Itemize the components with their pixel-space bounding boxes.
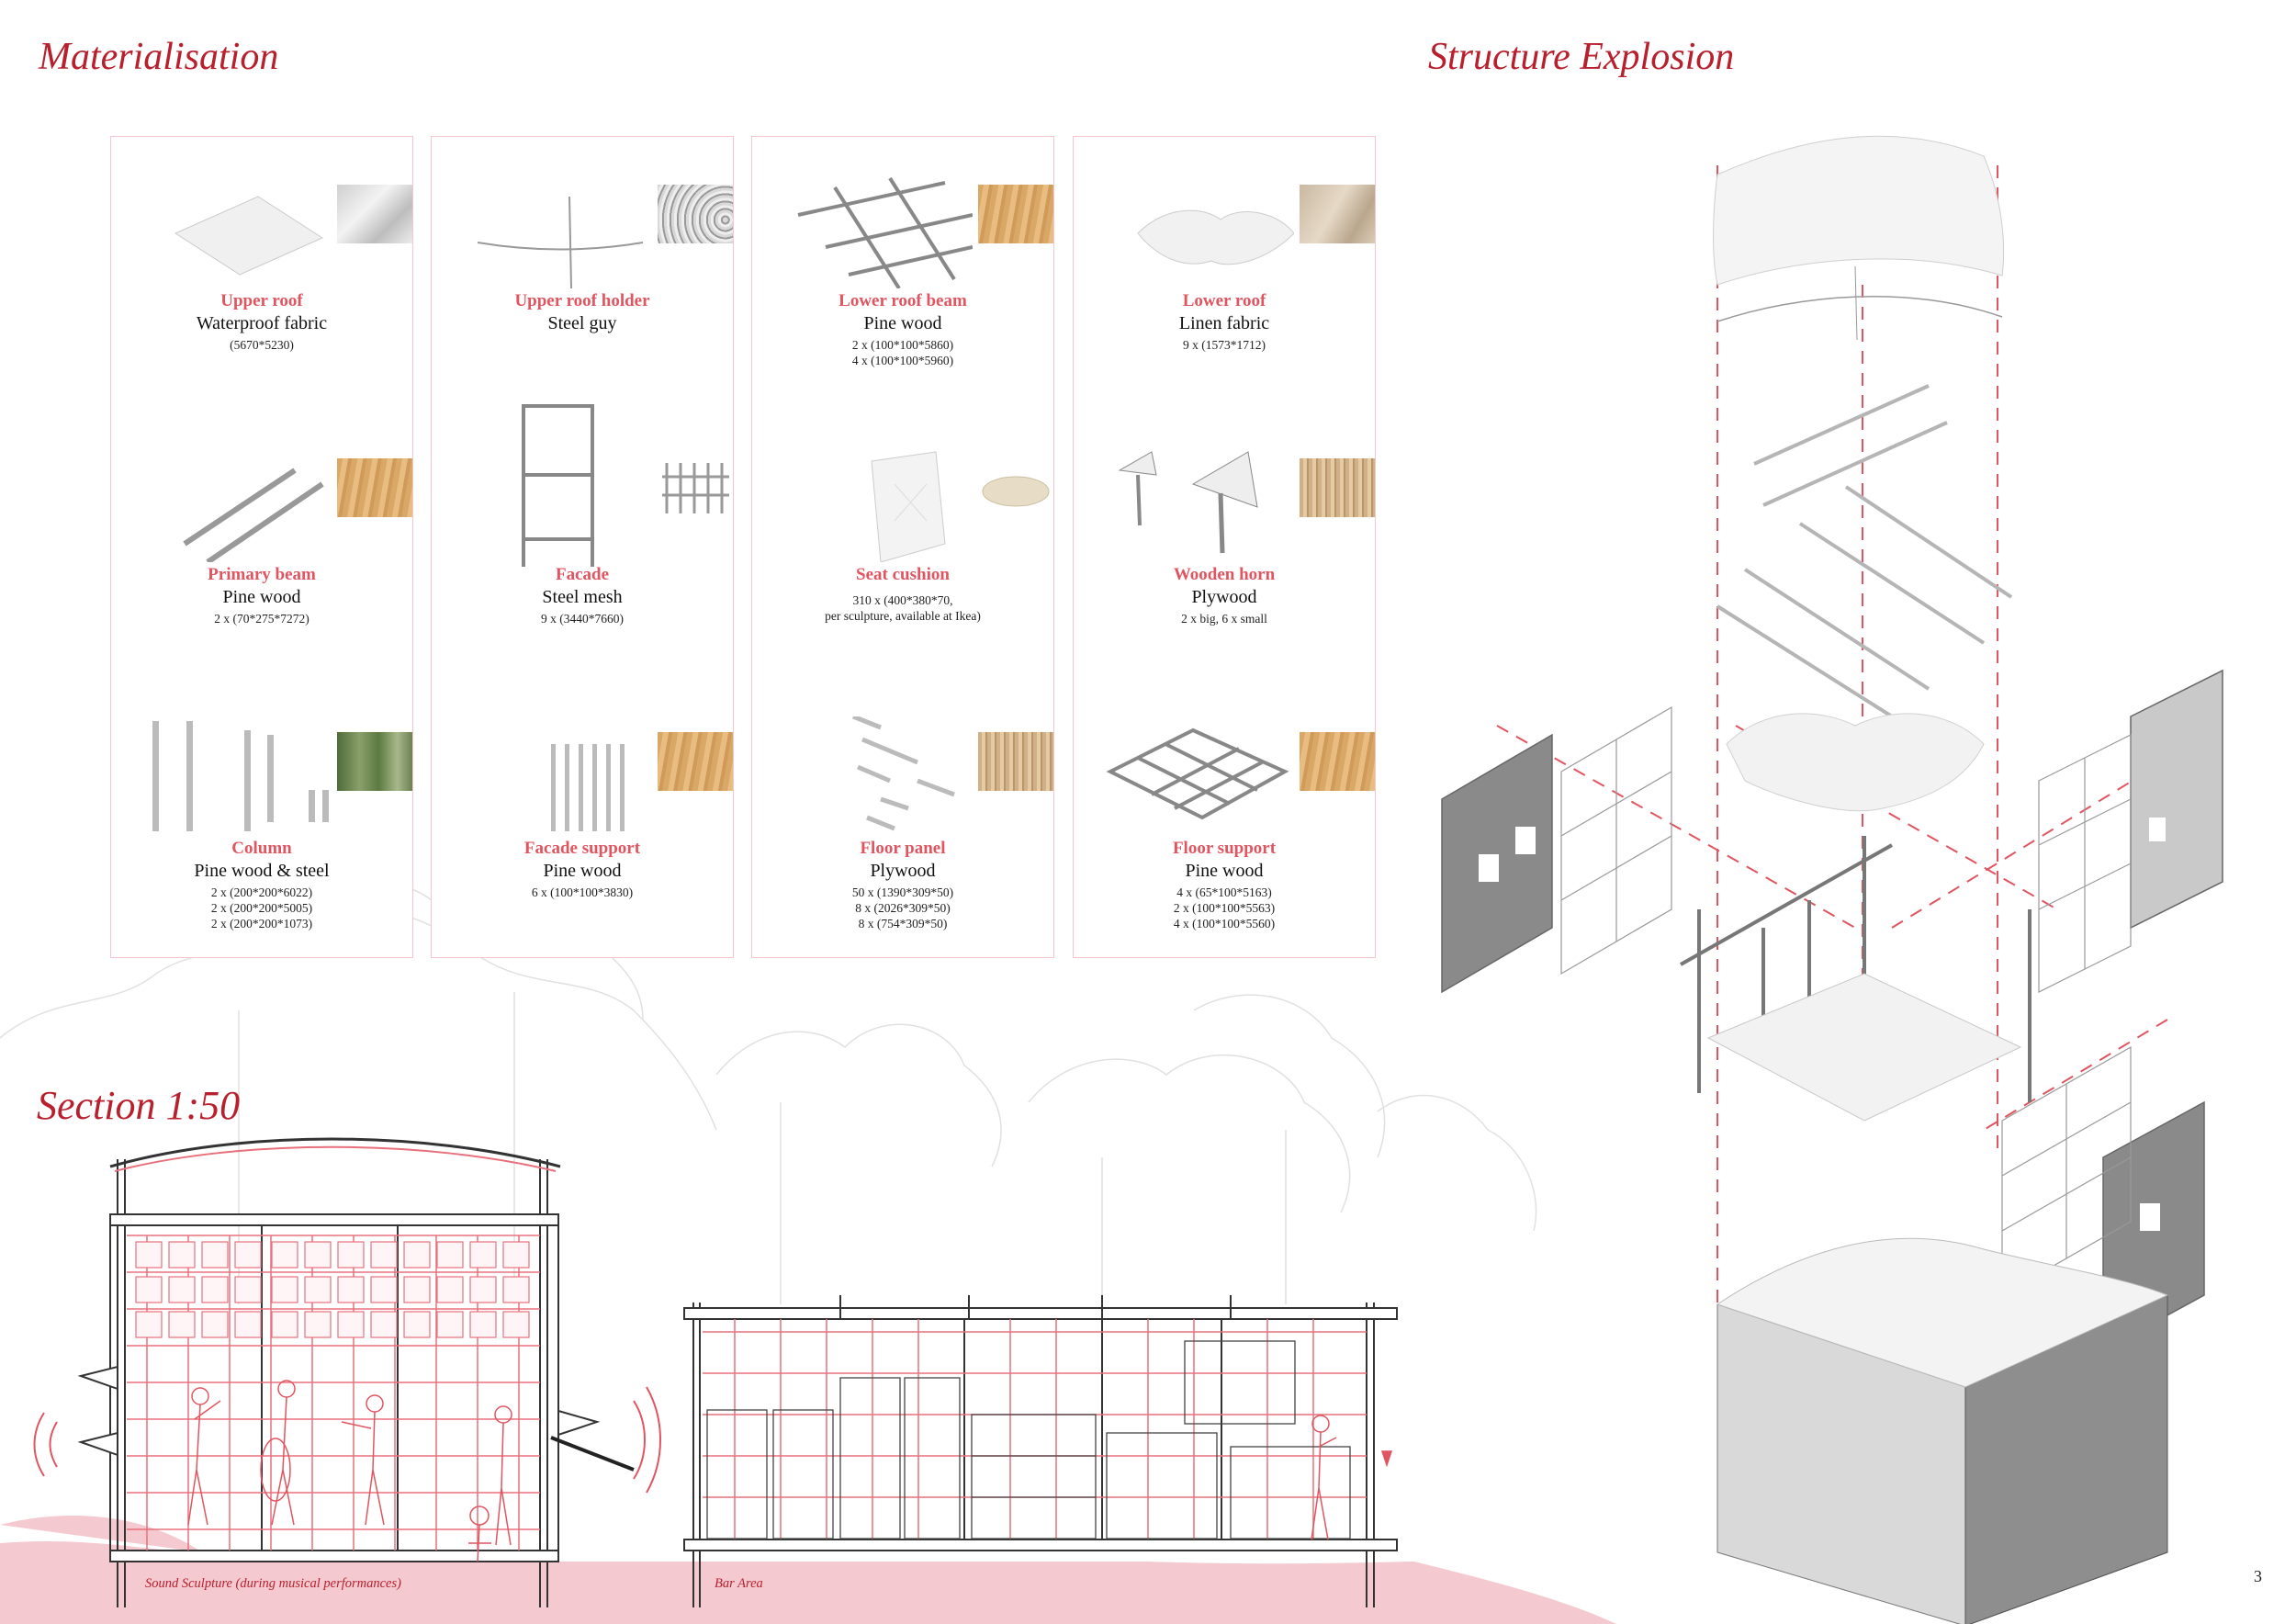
material-name: Seat cushion <box>856 565 950 584</box>
material-dims: 2 x (200*200*6022) 2 x (200*200*5005) 2 … <box>210 885 313 930</box>
material-name: Floor support <box>1172 839 1277 858</box>
bar-area-section <box>683 1295 1398 1607</box>
material-dims: 2 x big, 6 x small <box>1181 612 1267 626</box>
material-type: Linen fabric <box>1178 313 1270 333</box>
material-name: Lower roof beam <box>838 291 967 310</box>
material-item: Primary beam Pine wood 2 x (70*275*7272) <box>111 411 412 684</box>
material-photo <box>337 458 412 517</box>
materials-panel-2: Lower roof beam Pine wood 2 x (100*100*5… <box>751 136 1054 958</box>
material-type: Pine wood <box>863 313 942 333</box>
material-item: Column Pine wood & steel 2 x (200*200*60… <box>111 684 412 958</box>
sound-sculpture-caption: Sound Sculpture (during musical performa… <box>145 1576 401 1591</box>
page-number: 3 <box>2254 1567 2262 1585</box>
material-type: Pine wood <box>222 587 301 607</box>
material-name: Upper roof holder <box>514 291 650 310</box>
materials-panel-0: Upper roof Waterproof fabric (5670*5230)… <box>110 136 413 958</box>
material-name: Facade <box>555 565 610 584</box>
lower-roof-shape <box>1726 713 1985 812</box>
material-photo <box>1300 732 1375 791</box>
sound-waves <box>33 1386 661 1494</box>
material-item: Upper roof Waterproof fabric (5670*5230) <box>111 137 412 411</box>
structure-explosion-heading: Structure Explosion <box>1428 36 1735 78</box>
section-heading: Section 1:50 <box>37 1083 241 1128</box>
roof-fabric-icon <box>174 196 324 276</box>
material-photo <box>978 185 1053 243</box>
material-dims: 2 x (100*100*5860) 4 x (100*100*5960) <box>851 338 954 367</box>
material-dims: (5670*5230) <box>230 338 294 352</box>
material-item: Lower roof Linen fabric 9 x (1573*1712) <box>1074 137 1375 411</box>
structure-explosion-drawing <box>1441 135 2223 1624</box>
material-type: Steel mesh <box>542 587 623 607</box>
material-type: Steel guy <box>547 313 617 333</box>
material-dims: 2 x (70*275*7272) <box>214 612 310 626</box>
material-item: Floor panel Plywood 50 x (1390*309*50) 8… <box>752 684 1053 958</box>
material-item: Facade support Pine wood 6 x (100*100*38… <box>432 684 733 958</box>
material-item: Facade Steel mesh 9 x (3440*7660) <box>432 404 733 684</box>
material-photo <box>658 458 733 517</box>
material-dims: 6 x (100*100*3830) <box>531 885 634 899</box>
material-type: Waterproof fabric <box>196 313 328 333</box>
material-photo <box>337 185 412 243</box>
linen-roof-icon <box>1137 209 1294 265</box>
grid-beam-icon <box>797 176 973 288</box>
material-type: Plywood <box>870 861 936 881</box>
column-icon <box>152 721 329 831</box>
cushion-icon <box>871 451 946 562</box>
facade-mesh-icon <box>522 404 594 567</box>
floor-panel-icon <box>852 716 955 831</box>
materialisation-heading: Materialisation <box>39 36 279 78</box>
floor-support-icon <box>1106 727 1289 820</box>
material-photo <box>978 458 1053 517</box>
material-photo <box>1300 458 1375 517</box>
material-photo <box>658 732 733 791</box>
bar-area-grid <box>703 1319 1367 1539</box>
material-name: Primary beam <box>208 565 316 584</box>
material-item: Wooden horn Plywood 2 x big, 6 x small <box>1074 411 1375 684</box>
material-item: Floor support Pine wood 4 x (65*100*5163… <box>1074 684 1375 958</box>
material-photo <box>1300 185 1375 243</box>
material-photo <box>978 732 1053 791</box>
sound-sculpture-grid <box>127 1235 540 1551</box>
materials-panel-3: Lower roof Linen fabric 9 x (1573*1712) … <box>1073 136 1376 958</box>
steel-guy-icon <box>477 196 644 288</box>
material-dims: 310 x (400*380*70, per sculpture, availa… <box>825 593 981 623</box>
material-photo <box>337 732 412 791</box>
materials-panel-1: Upper roof holder Steel guy Facade Steel… <box>431 136 734 958</box>
beam-icon <box>183 468 324 562</box>
material-name: Upper roof <box>220 291 303 310</box>
sound-sculpture-cushions <box>135 1241 530 1338</box>
material-item: Seat cushion 310 x (400*380*70, per scul… <box>752 411 1053 684</box>
material-name: Facade support <box>523 839 641 858</box>
material-name: Column <box>231 839 292 858</box>
facade-support-icon <box>551 744 625 831</box>
musicians-figures <box>187 1380 512 1562</box>
material-name: Lower roof <box>1182 291 1266 310</box>
material-type: Pine wood <box>543 861 622 881</box>
material-dims: 50 x (1390*309*50) 8 x (2026*309*50) 8 x… <box>851 885 954 930</box>
material-type: Plywood <box>1191 587 1257 607</box>
material-item: Lower roof beam Pine wood 2 x (100*100*5… <box>752 137 1053 411</box>
upper-roof-shape <box>1713 135 2005 286</box>
material-dims: 4 x (65*100*5163) 2 x (100*100*5563) 4 x… <box>1173 885 1276 930</box>
bar-furniture <box>706 1340 1351 1539</box>
bar-area-caption: Bar Area <box>715 1576 763 1591</box>
material-dims: 9 x (1573*1712) <box>1183 338 1266 352</box>
horn-icon <box>1118 451 1258 554</box>
material-name: Floor panel <box>860 839 946 858</box>
material-type: Pine wood & steel <box>194 861 330 881</box>
material-photo <box>658 185 733 243</box>
material-type: Pine wood <box>1185 861 1264 881</box>
bar-tender-figure <box>1311 1415 1393 1540</box>
material-item: Upper roof holder Steel guy <box>432 137 733 411</box>
material-name: Wooden horn <box>1173 565 1276 584</box>
sound-sculpture-section <box>77 1137 635 1607</box>
material-dims: 9 x (3440*7660) <box>541 612 624 626</box>
